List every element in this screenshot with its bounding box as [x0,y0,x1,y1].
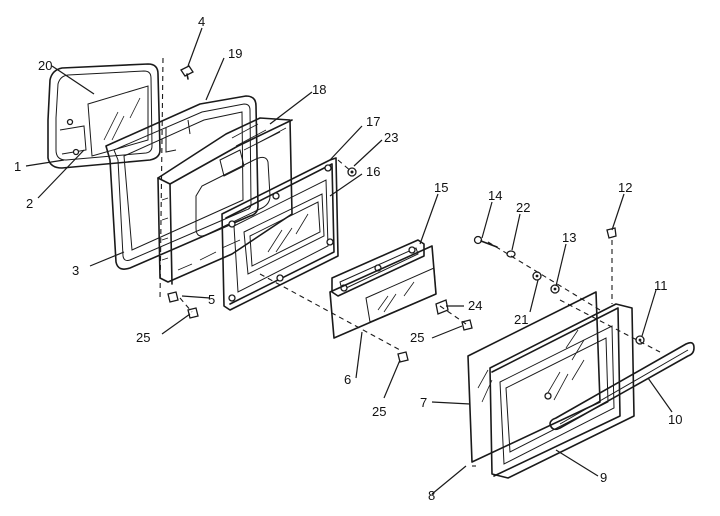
part-17-door-liner [221,157,339,311]
label-6: 6 [344,372,351,387]
label-24: 24 [468,298,482,313]
label-13: 13 [562,230,576,245]
part-6-window-glass [329,245,437,339]
part-5-clip [167,291,179,303]
label-25c: 25 [372,404,386,419]
label-18: 18 [312,82,326,97]
label-12: 12 [618,180,632,195]
part-16-liner-window [243,193,325,275]
label-23: 23 [384,130,398,145]
part-7-outer-glass [467,291,601,463]
label-2: 2 [26,196,33,211]
label-5: 5 [208,292,215,307]
part-9-outer-door-frame [489,303,635,479]
part-11-washer [635,335,645,345]
part-10-door-handle [544,341,695,431]
leader-lines [25,27,673,495]
part-13-washer [550,284,560,294]
label-3: 3 [72,263,79,278]
part-22-spacer [506,250,516,258]
assembly-lines [159,57,661,467]
label-11: 11 [654,278,668,293]
label-16: 16 [366,164,380,179]
label-15: 15 [434,180,448,195]
label-17: 17 [366,114,380,129]
label-25a: 25 [136,330,150,345]
part-12-screw [606,227,617,239]
label-22: 22 [516,200,530,215]
part-19-door-gasket-frame [105,95,259,270]
label-25b: 25 [410,330,424,345]
part-14-screw [473,235,498,248]
callout-labels: 1 2 3 4 5 6 7 8 9 10 11 12 13 14 15 16 1… [14,14,682,503]
part-25-screw-b [461,319,473,331]
label-9: 9 [600,470,607,485]
label-8: 8 [428,488,435,503]
part-18-insulation [157,117,293,285]
label-20: 20 [38,58,52,73]
label-7: 7 [420,395,427,410]
label-21: 21 [514,312,528,327]
part-4-screw [180,65,194,80]
part-20-inner-door-panel [47,63,161,169]
label-10: 10 [668,412,682,427]
label-4: 4 [198,14,205,29]
part-25-screw-c [397,351,409,363]
part-15-glass-retainer [331,239,425,297]
part-25-screw-a [187,307,199,319]
label-19: 19 [228,46,242,61]
label-1: 1 [14,159,21,174]
part-21-washer [532,271,542,281]
label-14: 14 [488,188,502,203]
